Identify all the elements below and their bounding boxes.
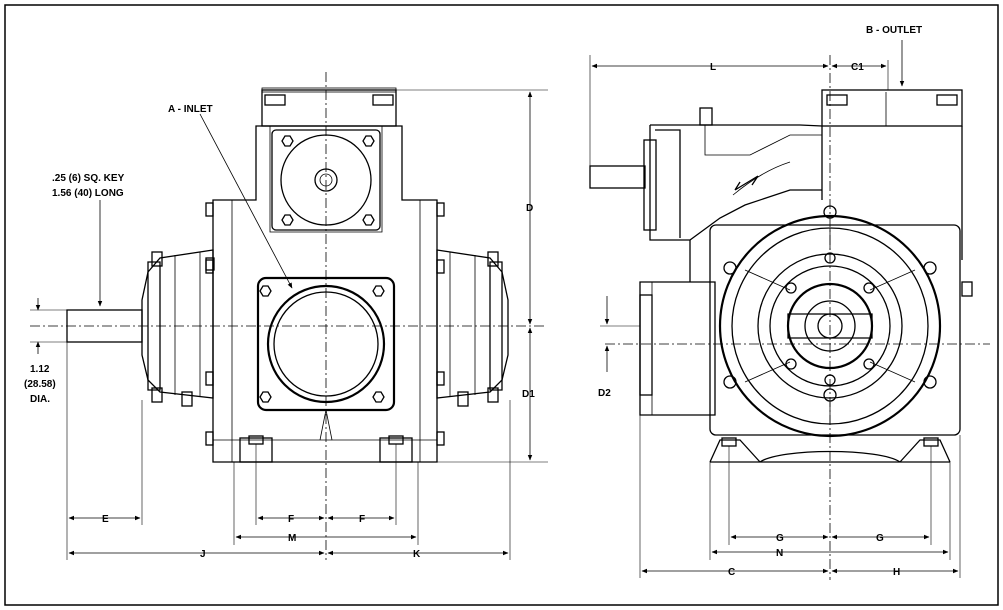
key-spec-line1: .25 (6) SQ. KEY xyxy=(52,173,125,184)
side-upper-body xyxy=(643,107,823,241)
inlet-label: A - INLET xyxy=(168,104,213,115)
dim-K: K xyxy=(413,549,421,560)
front-side-bolts xyxy=(205,202,445,446)
key-spec-line2: 1.56 (40) LONG xyxy=(52,188,124,199)
front-view xyxy=(30,72,545,560)
dim-G-right: G xyxy=(876,533,884,544)
dim-F-right: F xyxy=(359,514,365,525)
dim-E: E xyxy=(102,514,109,525)
shaft-diameter-value: 1.12 xyxy=(30,364,50,375)
side-outlet-block xyxy=(821,89,963,260)
side-dimensions xyxy=(589,40,961,578)
dim-J: J xyxy=(200,549,206,560)
side-view xyxy=(589,55,990,580)
front-upper-housing xyxy=(212,125,438,463)
dim-D1: D1 xyxy=(522,389,535,400)
motor-flange xyxy=(709,205,973,438)
dim-L: L xyxy=(710,62,716,73)
dim-N: N xyxy=(776,548,783,559)
front-dimensions xyxy=(30,89,548,560)
top-flange-bolts xyxy=(281,135,375,226)
dim-F-left: F xyxy=(288,514,294,525)
shaft-diameter-unit: DIA. xyxy=(30,394,50,405)
front-top-cap xyxy=(261,87,397,127)
dim-D: D xyxy=(526,203,533,214)
drawing-border xyxy=(4,4,999,606)
dim-D2: D2 xyxy=(598,388,611,399)
left-end-cover xyxy=(141,249,215,407)
dim-M: M xyxy=(288,533,296,544)
drive-shaft-side xyxy=(589,165,646,189)
dim-H: H xyxy=(893,567,900,578)
dim-C: C xyxy=(728,567,735,578)
dim-C1: C1 xyxy=(851,62,864,73)
dim-G-left: G xyxy=(776,533,784,544)
labels: A - INLET B - OUTLET .25 (6) SQ. KEY 1.5… xyxy=(24,25,922,578)
shaft-diameter-metric: (28.58) xyxy=(24,379,56,390)
outlet-label: B - OUTLET xyxy=(866,25,922,36)
side-lower-housing xyxy=(639,240,716,416)
right-end-cover xyxy=(436,249,509,407)
